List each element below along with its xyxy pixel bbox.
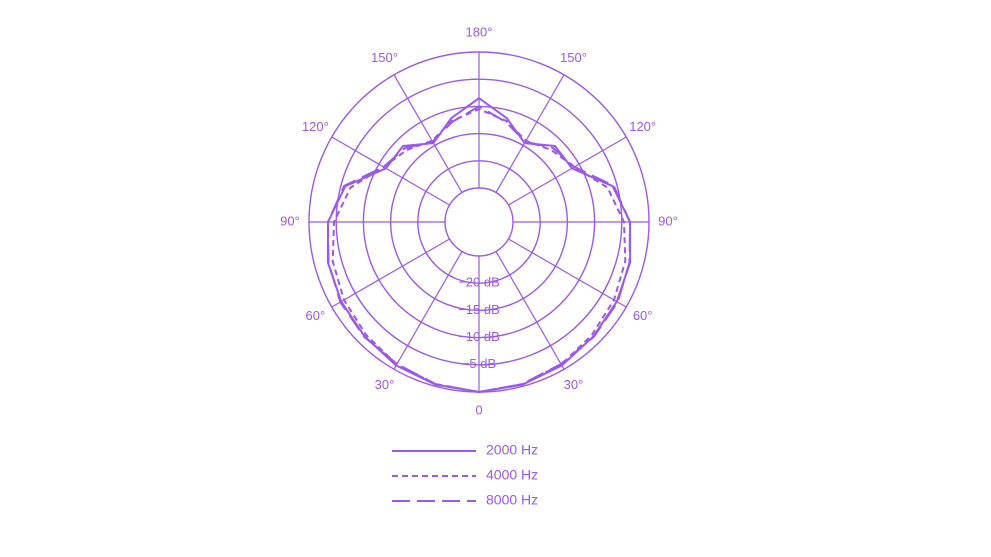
response-curves xyxy=(326,97,632,393)
db-labels: −20 dB −15 dB −10 dB −5 dB xyxy=(458,275,500,372)
angle-label: 30° xyxy=(375,377,395,392)
grid-spoke xyxy=(393,251,463,370)
db-label: −20 dB xyxy=(458,275,500,290)
angle-label: 150° xyxy=(371,50,398,65)
angle-labels: 0 30° 60° 90° 120° 150° 180° 150° 120° 90° 60° 30° xyxy=(280,24,678,417)
polar-grid xyxy=(308,51,650,393)
grid-spoke xyxy=(508,238,627,308)
angle-label: 120° xyxy=(302,119,329,134)
legend: 2000 Hz 4000 Hz 8000 Hz xyxy=(392,442,538,508)
grid-spoke xyxy=(495,74,565,193)
legend-label: 4000 Hz xyxy=(486,467,538,483)
series-curve xyxy=(327,105,631,393)
grid-spoke xyxy=(495,251,565,370)
angle-label: 0 xyxy=(475,402,482,417)
legend-label: 8000 Hz xyxy=(486,492,538,508)
series-curve xyxy=(326,97,632,393)
grid-spoke xyxy=(508,136,627,206)
grid-spoke xyxy=(331,238,450,308)
angle-label: 90° xyxy=(280,213,300,228)
legend-label: 2000 Hz xyxy=(486,442,538,458)
series-curve xyxy=(331,108,627,393)
db-label: −10 dB xyxy=(458,329,500,344)
grid-ring xyxy=(444,187,514,257)
grid-spoke xyxy=(331,136,450,206)
angle-label: 150° xyxy=(560,50,587,65)
angle-label: 30° xyxy=(564,377,584,392)
db-label: −15 dB xyxy=(458,302,500,317)
angle-label: 60° xyxy=(305,308,325,323)
db-label: −5 dB xyxy=(462,356,496,371)
grid-spoke xyxy=(393,74,463,193)
angle-label: 90° xyxy=(658,213,678,228)
angle-label: 60° xyxy=(633,308,653,323)
angle-label: 180° xyxy=(466,24,493,39)
angle-label: 120° xyxy=(629,119,656,134)
